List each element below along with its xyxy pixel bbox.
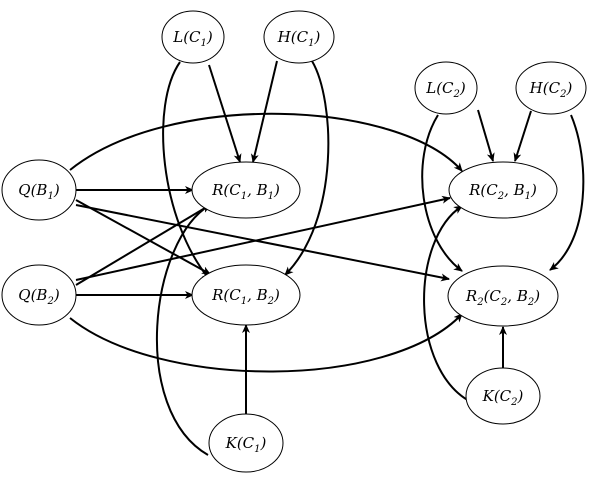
node-KC2: K(C2) (465, 367, 541, 425)
node-HC2: H(C2) (515, 61, 587, 115)
node-label-QB1: Q(B1) (18, 181, 60, 202)
node-KC1: K(C1) (208, 413, 284, 473)
edge-HC1-RC1B1 (250, 60, 278, 163)
edge-LC1-RC1B1 (208, 64, 242, 163)
node-RC2B1: R(C2, B1) (448, 161, 558, 219)
edge-QB2-RC2B1 (75, 195, 451, 281)
node-label-HC2: H(C2) (529, 79, 573, 100)
node-label-RC1B1: R(C1, B1) (211, 181, 280, 202)
node-QB2: Q(B2) (1, 264, 77, 326)
edge-QB1-RC1B2 (75, 199, 211, 275)
node-label-HC1: H(C1) (277, 28, 321, 49)
edge-QB2-RC1B1 (75, 204, 211, 286)
node-RC1B1: R(C1, B1) (191, 161, 301, 219)
node-QB1: Q(B1) (1, 159, 77, 221)
node-LC1: L(C1) (161, 10, 225, 64)
edge-HC2-RC2B1 (513, 110, 532, 162)
edge-HC2-R2C2B2 (549, 114, 585, 271)
edge-QB1-RC2B1 (69, 112, 463, 172)
edge-KC1-RC1B1 (155, 204, 211, 456)
node-label-R2C2B2: R2(C2, B2) (465, 287, 540, 308)
node-HC1: H(C1) (263, 10, 335, 64)
node-label-LC2: L(C2) (425, 79, 466, 100)
edge-KC2-RC2B1 (423, 205, 472, 403)
edge-QB2-R2C2B2 (69, 313, 463, 373)
node-label-LC1: L(C1) (172, 28, 213, 49)
nodes: L(C1) H(C1) L(C2) H(C2) Q(B1) (1, 10, 587, 473)
node-label-RC1B2: R(C1, B2) (211, 286, 280, 307)
edge-LC2-R2C2B2 (421, 114, 463, 272)
node-label-QB2: Q(B2) (18, 286, 60, 307)
node-LC2: L(C2) (414, 61, 478, 115)
node-label-KC2: K(C2) (482, 387, 524, 408)
edge-HC1-RC1B2 (284, 60, 330, 276)
edge-LC2-RC2B1 (477, 109, 495, 162)
node-label-KC1: K(C1) (225, 434, 267, 455)
edge-LC1-RC1B2 (162, 61, 211, 281)
node-label-RC2B1: R(C2, B1) (468, 181, 537, 202)
node-R2C2B2: R2(C2, B2) (447, 265, 559, 327)
edge-QB1-R2C2B2 (75, 204, 450, 282)
edges (69, 60, 585, 456)
node-RC1B2: R(C1, B2) (191, 264, 301, 326)
